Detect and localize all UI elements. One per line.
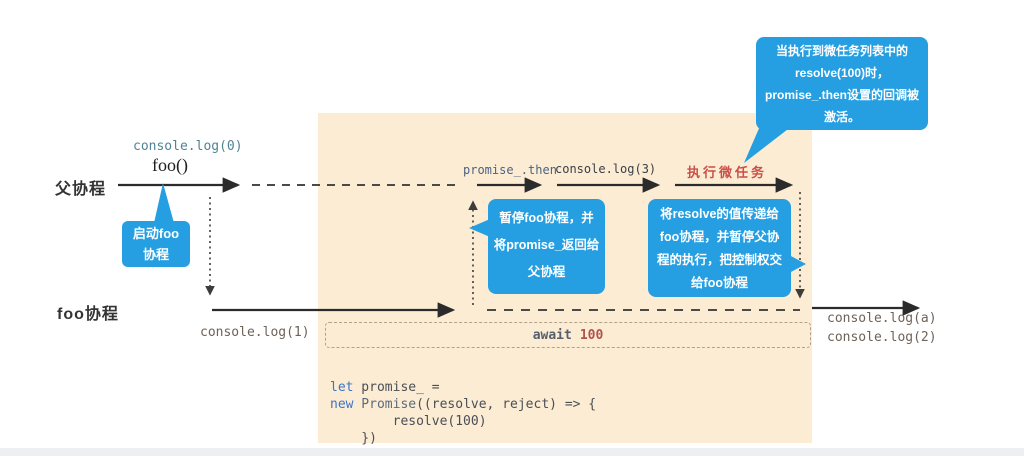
foo-call-label: foo() — [152, 155, 188, 175]
promise-code-block: let promise_ =new Promise((resolve, reje… — [330, 379, 596, 447]
code-keyword-new: new — [330, 397, 354, 412]
await-100-box: await 100 — [325, 322, 811, 348]
pause-foo-note-line: 父协程 — [527, 265, 566, 279]
await-value: 100 — [579, 327, 604, 343]
start-foo-bubble-tail — [154, 183, 174, 223]
pass-resolve-note-line: foo协程，并暂停父协 — [659, 230, 780, 244]
console-log-1-label: console.log(1) — [200, 325, 310, 340]
console-log-2-label: console.log(2) — [827, 330, 937, 345]
code-line-2: new Promise((resolve, reject) => { — [330, 396, 596, 413]
code-line-4: }) — [330, 431, 377, 446]
pass-resolve-note-line: 将resolve的值传递给 — [660, 207, 779, 221]
microtask-note-line: 激活。 — [823, 110, 860, 124]
pass-resolve-note-line: 给foo协程 — [691, 276, 748, 290]
start-foo-bubble-line: 协程 — [142, 247, 169, 262]
microtask-note-line: resolve(100)时， — [794, 66, 890, 80]
console-log-3-label: console.log(3) — [555, 162, 657, 176]
code-keyword-let: let — [330, 380, 354, 395]
pass-resolve-note-line: 程的执行，把控制权交 — [656, 253, 782, 267]
code-line-2-rest: ((resolve, reject) => { — [416, 397, 597, 412]
console-log-a-label: console.log(a) — [827, 311, 937, 326]
microtask-note-bubble: 当执行到微任务列表中的 resolve(100)时， promise_.then… — [756, 37, 928, 130]
code-line-3: resolve(100) — [330, 414, 487, 429]
bottom-edge-strip — [0, 448, 1024, 456]
code-promise-name: Promise — [353, 397, 417, 412]
parent-coroutine-label: 父协程 — [55, 181, 107, 198]
foo-coroutine-label: foo协程 — [57, 306, 119, 323]
await-keyword: await — [532, 327, 572, 343]
promise-then-label: promise_.then — [463, 163, 557, 177]
microtask-note-line: promise_.then设置的回调被 — [764, 88, 920, 102]
pause-foo-note-box: 暂停foo协程，并 将promise_返回给 父协程 — [488, 199, 605, 294]
pass-resolve-note-box: 将resolve的值传递给 foo协程，并暂停父协 程的执行，把控制权交 给fo… — [648, 199, 791, 297]
start-foo-bubble-line: 启动foo — [132, 226, 180, 241]
code-line-1: let promise_ = — [330, 379, 596, 396]
pause-foo-note-line: 暂停foo协程，并 — [499, 211, 594, 225]
pause-foo-note-line: 将promise_返回给 — [493, 238, 600, 252]
console-log-0-label: console.log(0) — [133, 139, 243, 154]
code-line-1-rest: promise_ = — [353, 380, 440, 395]
microtask-note-line: 当执行到微任务列表中的 — [775, 44, 908, 58]
run-microtask-label: 执行微任务 — [687, 165, 768, 180]
start-foo-bubble: 启动foo 协程 — [122, 221, 190, 267]
